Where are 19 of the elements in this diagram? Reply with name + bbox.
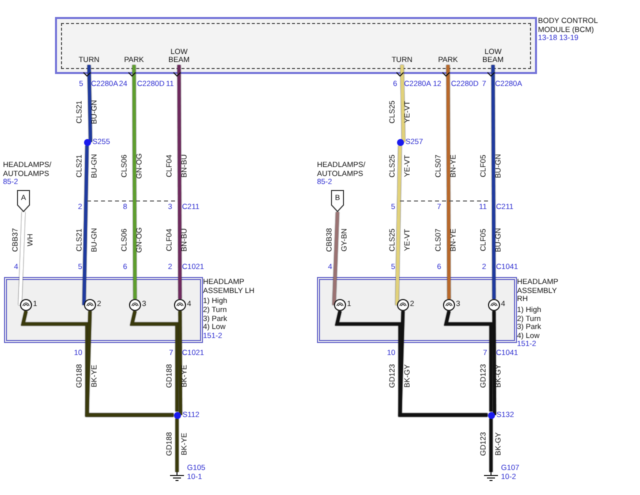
ground-symbol [170, 472, 184, 481]
wire [178, 311, 182, 415]
wire [87, 64, 92, 142]
wire [130, 310, 179, 412]
wire [400, 64, 406, 142]
wire [491, 65, 496, 299]
wire [398, 310, 488, 417]
wire [82, 145, 89, 306]
wire [177, 65, 182, 299]
wire [332, 212, 340, 306]
wire [395, 145, 402, 306]
wire [85, 310, 174, 417]
wire [444, 310, 493, 412]
wire [489, 418, 493, 472]
wire [492, 311, 496, 415]
wire [132, 65, 137, 299]
wire [175, 418, 179, 472]
ground-symbol [484, 472, 498, 481]
wire [446, 65, 451, 299]
